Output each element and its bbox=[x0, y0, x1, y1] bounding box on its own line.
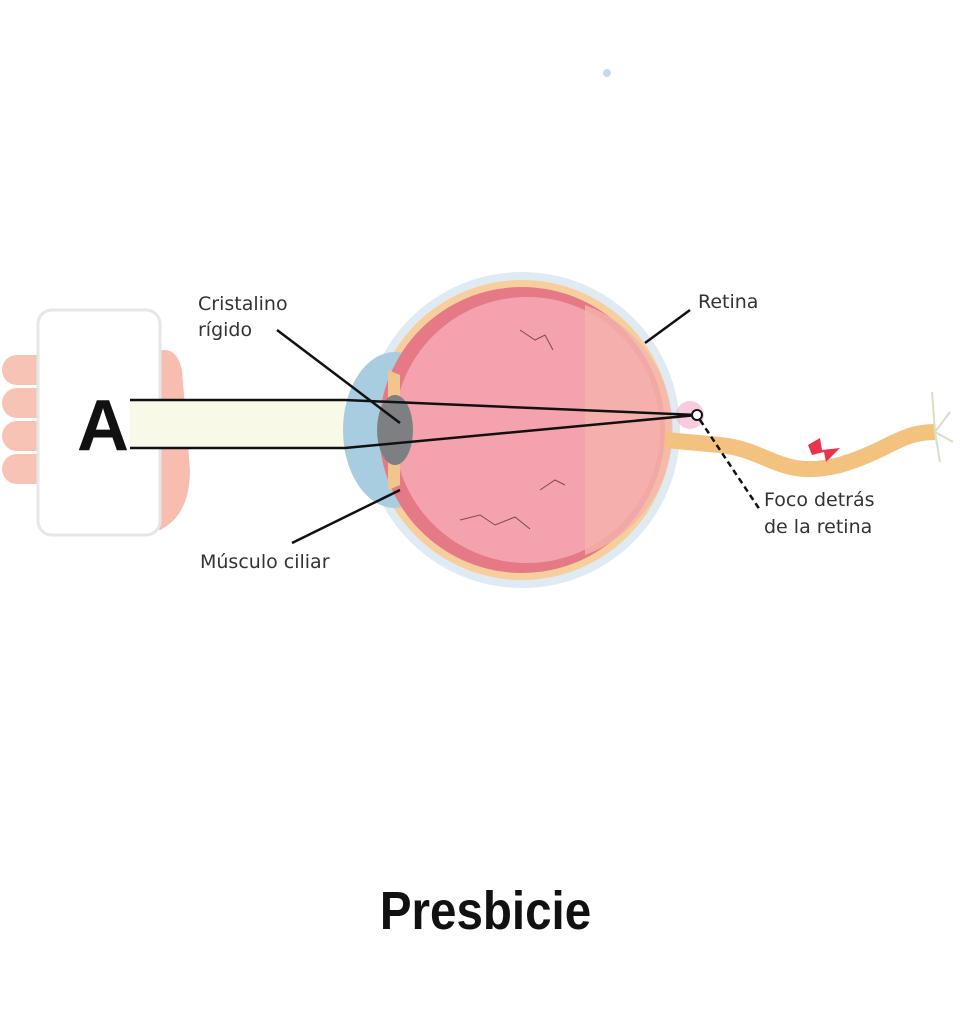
phone-letter: A bbox=[77, 386, 129, 466]
page-title: Presbicie bbox=[379, 881, 592, 941]
dot bbox=[603, 69, 611, 77]
light-beam bbox=[130, 400, 345, 448]
lightning-icon bbox=[808, 438, 840, 462]
eye bbox=[343, 272, 680, 588]
label-lens: Cristalino bbox=[198, 293, 288, 315]
label-retina: Retina bbox=[698, 291, 758, 313]
optic-nerve bbox=[664, 424, 936, 478]
label-focus: Foco detrás bbox=[764, 489, 875, 511]
light-ray-bottom bbox=[130, 413, 698, 450]
focus-point bbox=[691, 409, 703, 421]
label-ciliary: Músculo ciliar bbox=[200, 551, 330, 573]
label-lens-2: rígido bbox=[198, 319, 252, 341]
light-ray-top bbox=[130, 398, 698, 417]
label-focus-2: de la retina bbox=[764, 516, 872, 538]
